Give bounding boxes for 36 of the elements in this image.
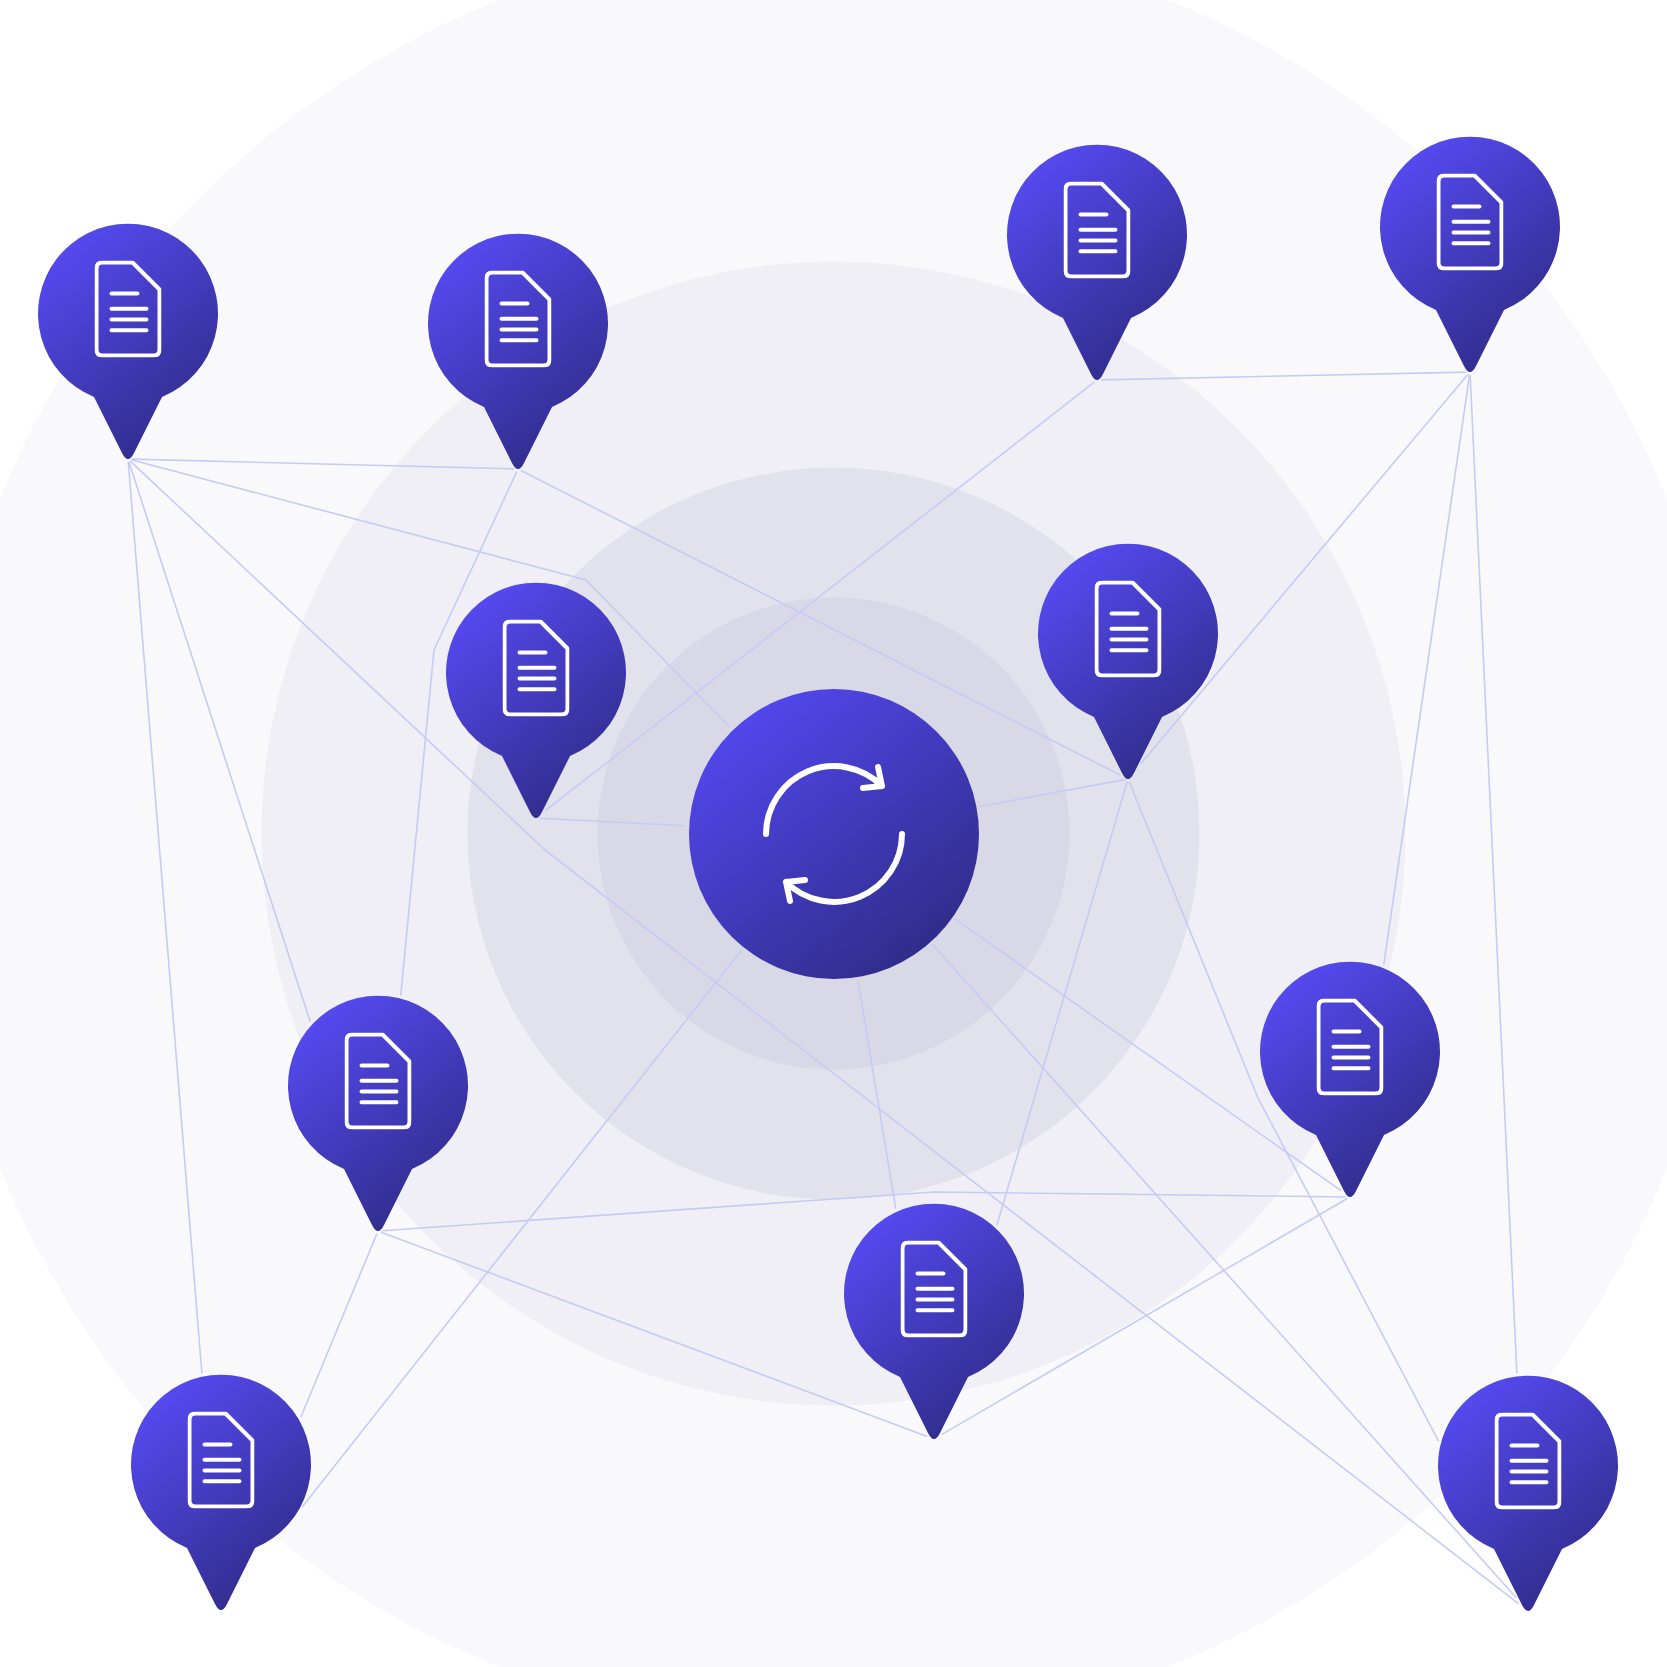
- connector-line: [129, 460, 1520, 1605]
- map-pin: [38, 224, 218, 459]
- map-pin: [446, 583, 626, 818]
- connector-line: [1100, 371, 1468, 381]
- hub-circle: [688, 688, 979, 979]
- connector-line: [857, 979, 897, 1210]
- connector-line: [544, 381, 1096, 812]
- connector-line: [996, 781, 1128, 1226]
- connector-line: [941, 1197, 1349, 1436]
- connector-line: [1469, 374, 1518, 1374]
- connector-line: [300, 1232, 378, 1419]
- map-pin: [131, 1375, 311, 1610]
- connector-line: [978, 778, 1126, 808]
- map-pin: [844, 1204, 1024, 1439]
- map-pin: [428, 234, 608, 469]
- connector-line: [128, 461, 312, 1023]
- connector-line: [127, 461, 203, 1375]
- connector-line: [381, 1191, 1347, 1232]
- connector-line: [130, 459, 731, 729]
- connector-line: [1128, 780, 1440, 1443]
- map-pin: [1438, 1376, 1618, 1611]
- connector-line: [1382, 374, 1471, 966]
- map-pin: [1038, 544, 1218, 779]
- map-pin: [1007, 145, 1187, 380]
- connector-line: [931, 943, 1518, 1599]
- map-pin: [288, 996, 468, 1231]
- map-pin: [1260, 962, 1440, 1197]
- connector-line: [130, 458, 515, 470]
- connector-line: [520, 469, 1122, 776]
- connector-line: [380, 1231, 928, 1438]
- connector-line: [1139, 373, 1469, 765]
- connector-line: [954, 918, 1342, 1192]
- map-pin: [1380, 137, 1560, 372]
- connector-line: [399, 470, 518, 997]
- connector-line: [301, 949, 743, 1508]
- connector-line: [538, 817, 686, 827]
